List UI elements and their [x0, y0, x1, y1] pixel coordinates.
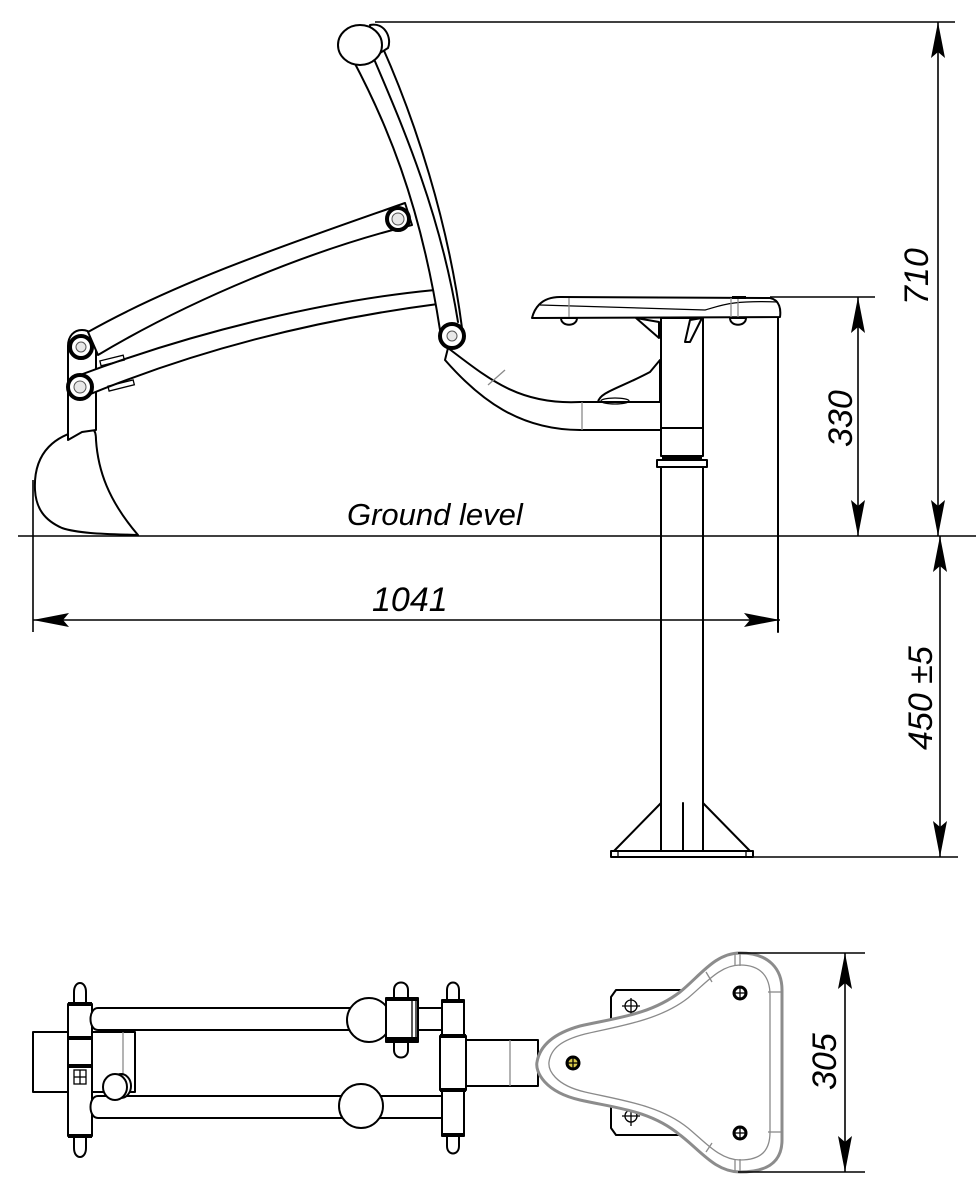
- support-pole: [610, 317, 958, 858]
- dimension-seat-width: 305: [738, 952, 865, 1173]
- main-lever: [337, 23, 463, 331]
- dimension-710-label: 710: [898, 248, 936, 305]
- pivot-pin-pedal-lower: [66, 373, 94, 401]
- lower-rail: [89, 1095, 465, 1119]
- dimension-overall-length: 1041: [32, 480, 780, 632]
- side-view: Ground level 710 330 450 ±5: [18, 21, 976, 858]
- pivot-pin-top: [385, 206, 411, 232]
- seat-connector-tube: [465, 1039, 539, 1087]
- bracket: [107, 379, 136, 392]
- foot-pedal: [33, 427, 139, 536]
- dimension-seat-height: 330: [770, 296, 875, 536]
- dimension-overall-height: 710: [375, 21, 955, 536]
- dimension-foundation-depth: 450 ±5: [902, 536, 947, 857]
- dimension-450-label: 450 ±5: [902, 646, 940, 750]
- rail-ball-upper: [346, 997, 392, 1043]
- seat-bolt: [732, 985, 748, 1001]
- seat-support-arm: [444, 347, 673, 431]
- dimension-1041-label: 1041: [372, 581, 448, 619]
- pedal-knob: [102, 1073, 132, 1101]
- seat-top: [535, 951, 784, 1174]
- seat: [531, 296, 782, 326]
- dimension-330-label: 330: [822, 390, 860, 447]
- pivot-pin-pedal-upper: [68, 334, 94, 360]
- handle-knob: [337, 24, 383, 66]
- bracket: [99, 354, 126, 367]
- ground-level-label: Ground level: [347, 497, 524, 532]
- top-view: 305: [32, 951, 865, 1174]
- lever-axle: [439, 981, 467, 1155]
- upper-link-arm: [87, 202, 413, 356]
- rail-ball-lower: [338, 1083, 384, 1129]
- seat-post: [635, 317, 708, 468]
- dimension-305-label: 305: [806, 1033, 844, 1090]
- middle-hinge: [385, 981, 419, 1059]
- seat-center-bolt: [565, 1055, 581, 1071]
- pedal-axle: [67, 982, 93, 1158]
- lower-link-arm: [79, 289, 439, 396]
- pivot-pin-lever-bottom: [438, 322, 466, 350]
- seat-bolt: [732, 1125, 748, 1141]
